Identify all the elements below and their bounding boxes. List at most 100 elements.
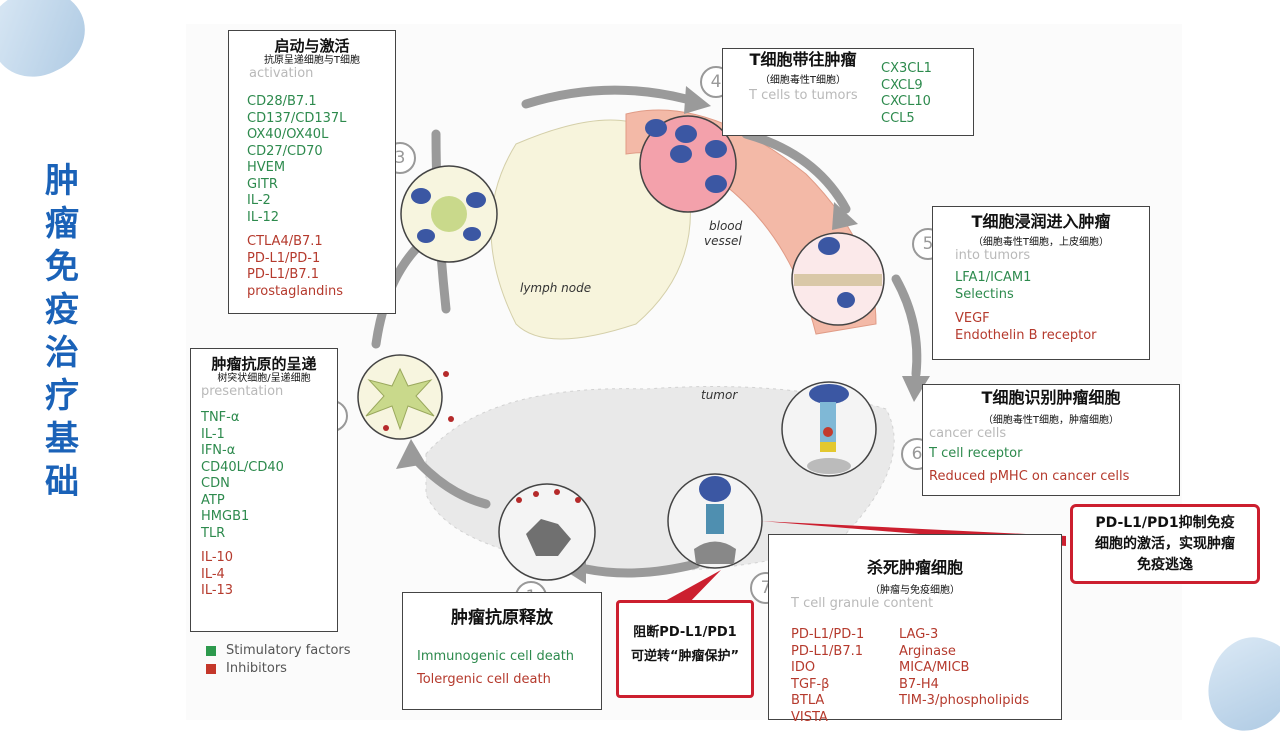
legend-inhibitors-label: Inhibitors — [226, 661, 287, 676]
step2-inhibitor-list: IL-10 IL-4 IL-13 — [191, 550, 337, 600]
list-item: CD28/B7.1 — [247, 94, 317, 109]
list-item: CD40L/CD40 — [201, 459, 284, 475]
slide-title: 肿瘤免疫治疗基础 — [45, 161, 79, 502]
callout-right-line1: PD-L1/PD1抑制免疫 — [1095, 515, 1235, 531]
list-item: PD-L1/B7.1 — [791, 643, 864, 659]
list-item: TLR — [201, 525, 226, 541]
legend-inhibitors-swatch — [206, 664, 216, 674]
list-item: PD-L1/B7.1 — [247, 267, 320, 282]
step1-title: 肿瘤抗原释放 — [451, 608, 553, 628]
step2-ghost-text: presentation — [201, 384, 284, 399]
list-item: IL-10 — [201, 550, 234, 565]
step6-inhibitor-list: Reduced pMHC on cancer cells — [923, 469, 1179, 486]
list-item: B7-H4 — [899, 676, 939, 692]
step3-ghost-text: activation — [249, 66, 314, 81]
list-item: CDN — [201, 476, 230, 491]
step5-subtitle: （细胞毒性T细胞，上皮细胞） — [972, 237, 1110, 248]
callout-pdl1-blockade: 阻断PD-L1/PD1 可逆转“肿瘤保护” — [616, 600, 754, 698]
list-item: BTLA — [791, 693, 825, 708]
list-item: GITR — [247, 176, 278, 192]
cell-infiltration — [791, 232, 885, 326]
step5-inhibitor-list: VEGF Endothelin B receptor — [933, 311, 1149, 344]
step6-subtitle: （细胞毒性T细胞，肿瘤细胞） — [982, 415, 1120, 426]
list-item: CCL5 — [881, 110, 915, 126]
list-item: IL-13 — [201, 583, 234, 598]
step7-subtitle: （肿瘤与免疫细胞） — [870, 585, 960, 596]
tumor-label: tumor — [701, 388, 738, 402]
step7-ghost-text: T cell granule content — [791, 596, 934, 611]
step5-box: T细胞浸润进入肿瘤 （细胞毒性T细胞，上皮细胞） into tumors LFA… — [932, 206, 1150, 360]
list-item: HMGB1 — [201, 509, 250, 524]
list-item: CX3CL1 — [881, 61, 932, 76]
step7-inhibitor-list-col1: PD-L1/PD-1 PD-L1/B7.1 IDO TGF-β BTLA VIS… — [773, 627, 864, 726]
list-item: Tolergenic cell death — [417, 671, 551, 687]
list-item: IL-12 — [247, 209, 280, 225]
step2-stimulatory-list: TNF-α IL-1 IFN-α CD40L/CD40 CDN ATP HMGB… — [191, 410, 337, 542]
step7-box: 杀死肿瘤细胞 （肿瘤与免疫细胞） T cell granule content … — [768, 534, 1062, 725]
legend-stimulatory-label: Stimulatory factors — [226, 643, 351, 658]
legend-stimulatory-swatch — [206, 646, 216, 656]
step1-box: 肿瘤抗原释放 Immunogenic cell death Tolergenic… — [402, 592, 602, 710]
decorative-blob-top-left — [0, 0, 99, 92]
list-item: PD-L1/PD-1 — [791, 627, 865, 642]
step7-inhibitor-list-col2: LAG-3 Arginase MICA/MICB B7-H4 TIM-3/pho… — [881, 627, 1029, 710]
list-item: IL-4 — [201, 566, 225, 582]
list-item: Arginase — [899, 643, 956, 659]
step3-subtitle: 抗原呈递细胞与T细胞 — [263, 55, 361, 66]
callout-pdl1-escape: PD-L1/PD1抑制免疫 细胞的激活，实现肿瘤 免疫逃逸 — [1070, 504, 1260, 584]
cell-antigen-presentation — [357, 354, 454, 440]
cell-trafficking — [639, 115, 737, 213]
step4-box: T细胞带往肿瘤 （细胞毒性T细胞） T cells to tumors CX3C… — [722, 48, 974, 136]
step3-title: 启动与激活 — [274, 37, 350, 55]
step3-stimulatory-list: CD28/B7.1 CD137/CD137L OX40/OX40L CD27/C… — [229, 94, 395, 226]
list-item: IFN-α — [201, 443, 236, 458]
step6-stimulatory-list: T cell receptor — [923, 446, 1179, 463]
list-item: VEGF — [955, 311, 990, 326]
cell-priming-activation — [400, 165, 498, 263]
step5-ghost-text: into tumors — [955, 248, 1031, 263]
step4-title: T细胞带往肿瘤 — [749, 50, 857, 69]
list-item: CTLA4/B7.1 — [247, 234, 323, 249]
step3-box: 启动与激活 抗原呈递细胞与T细胞 activation CD28/B7.1 CD… — [228, 30, 396, 314]
list-item: OX40/OX40L — [247, 127, 329, 142]
list-item: Selectins — [955, 286, 1014, 302]
list-item: ATP — [201, 492, 225, 508]
list-item: LFA1/ICAM1 — [955, 270, 1032, 285]
step2-box: 肿瘤抗原的呈递 树突状细胞/呈递细胞 presentation TNF-α IL… — [190, 348, 338, 632]
step4-subtitle: （细胞毒性T细胞） — [759, 75, 847, 86]
callout-right-line2: 细胞的激活，实现肿瘤 — [1095, 536, 1235, 552]
callout-right-line3: 免疫逃逸 — [1137, 557, 1193, 573]
list-item: Reduced pMHC on cancer cells — [929, 468, 1130, 484]
step1-inhibitor-list: Tolergenic cell death — [403, 672, 601, 689]
step5-stimulatory-list: LFA1/ICAM1 Selectins — [933, 270, 1149, 303]
callout-bottom-line2: 可逆转“肿瘤保护” — [630, 649, 740, 664]
lymph-node-label: lymph node — [520, 281, 592, 295]
cancer-immunity-cycle-figure: lymph node blood vessel tumor 1 2 3 4 5 … — [186, 24, 1260, 725]
list-item: IDO — [791, 660, 816, 675]
cell-antigen-release — [498, 483, 596, 581]
list-item: Endothelin B receptor — [955, 327, 1097, 343]
step4-stimulatory-list: CX3CL1 CXCL9 CXCL10 CCL5 — [881, 61, 932, 127]
step4-ghost-text: T cells to tumors — [749, 88, 858, 103]
cell-killing — [667, 473, 763, 569]
list-item: CD27/CD70 — [247, 143, 323, 159]
step5-title: T细胞浸润进入肿瘤 — [971, 212, 1111, 231]
list-item: PD-L1/PD-1 — [247, 250, 321, 266]
step7-title: 杀死肿瘤细胞 — [866, 558, 963, 577]
list-item: CD137/CD137L — [247, 110, 347, 126]
step2-title: 肿瘤抗原的呈递 — [211, 355, 317, 373]
list-item: VISTA — [791, 709, 828, 725]
cell-recognition — [781, 381, 877, 477]
step6-ghost-text: cancer cells — [929, 426, 1007, 441]
step1-stimulatory-list: Immunogenic cell death — [403, 649, 601, 666]
blood-label: blood — [709, 219, 743, 233]
callout-bottom-line1: 阻断PD-L1/PD1 — [633, 625, 737, 640]
list-item: HVEM — [247, 160, 286, 175]
list-item: TGF-β — [791, 676, 830, 692]
callout-pointer-bottom — [656, 570, 721, 606]
decorative-blob-bottom-right — [1196, 626, 1280, 743]
list-item: TNF-α — [201, 410, 240, 425]
list-item: CXCL10 — [881, 94, 931, 109]
list-item: MICA/MICB — [899, 660, 970, 675]
list-item: Immunogenic cell death — [417, 649, 575, 664]
